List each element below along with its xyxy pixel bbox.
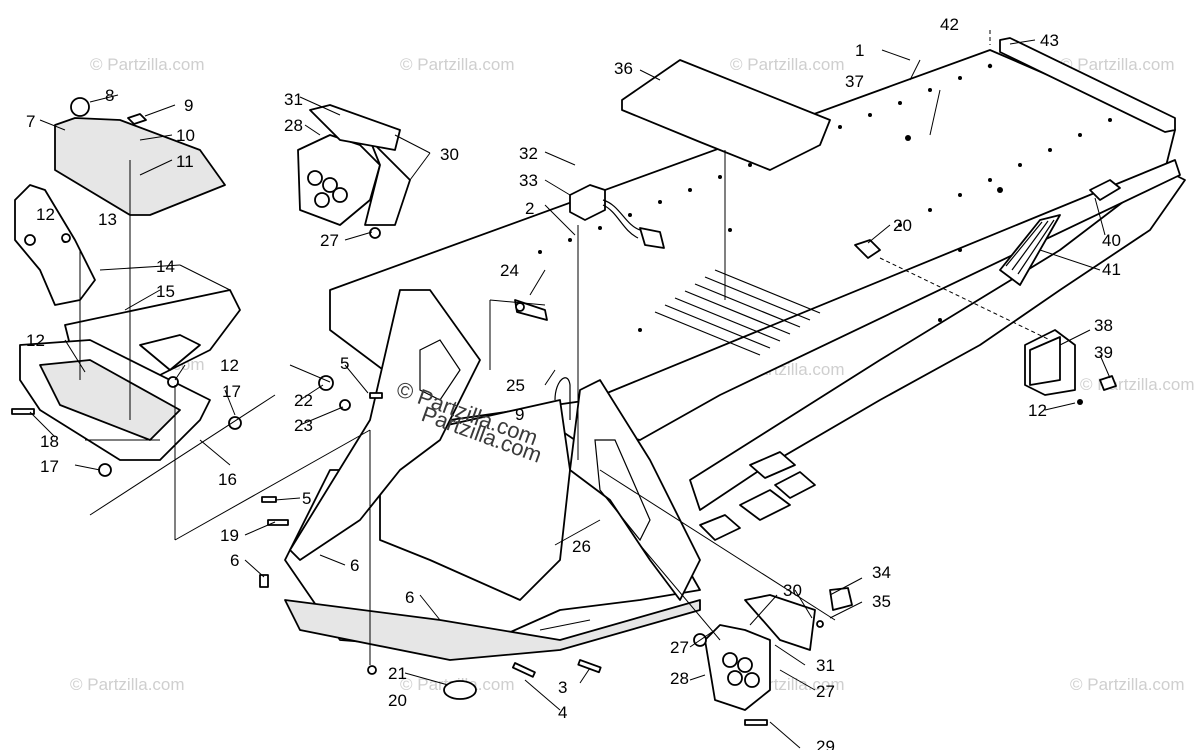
callout-27-left: 27 (670, 638, 689, 657)
callout-37: 37 (845, 72, 864, 91)
callout-22: 22 (294, 391, 313, 410)
callout-14: 14 (156, 257, 175, 276)
callout-39: 39 (1094, 343, 1113, 362)
callout-31-lower: 31 (816, 656, 835, 675)
callout-24: 24 (500, 261, 519, 280)
callout-41: 41 (1102, 260, 1121, 279)
callout-17-upper: 17 (222, 382, 241, 401)
left-hinge-bracket (14, 184, 96, 306)
watermark: © Partzilla.com (90, 55, 205, 74)
callout-35: 35 (872, 592, 891, 611)
callout-28-upper: 28 (284, 116, 303, 135)
callout-6-lower: 6 (405, 588, 414, 607)
callout-12-right: 12 (1028, 401, 1047, 420)
watermark: © Partzilla.com (70, 675, 185, 694)
callout-21: 21 (388, 664, 407, 683)
watermark: © Partzilla.com (1070, 675, 1185, 694)
callout-17-lower: 17 (40, 457, 59, 476)
front-guard-assembly (54, 97, 226, 216)
callout-38: 38 (1094, 316, 1113, 335)
watermark: © Partzilla.com (1060, 55, 1175, 74)
watermark: © Partzilla.com (730, 55, 845, 74)
small-hardware (11, 233, 881, 726)
side-vent-decal (999, 214, 1061, 286)
callout-30-lower: 30 (783, 581, 802, 600)
callout-11: 11 (176, 152, 194, 171)
callout-36: 36 (614, 59, 633, 78)
tunnel-holes (538, 63, 1112, 332)
callout-43: 43 (1040, 31, 1059, 50)
callout-23: 23 (294, 416, 313, 435)
callout-numbers: 1 2 3 4 5 5 6 6 6 7 8 9 9 10 11 12 12 12… (26, 15, 1121, 750)
callout-10: 10 (176, 126, 195, 145)
callout-29: 29 (816, 737, 835, 750)
callout-6: 6 (230, 551, 239, 570)
callout-31-upper: 31 (284, 90, 303, 109)
callout-12-upper: 12 (36, 205, 55, 224)
callout-9-center: 9 (515, 405, 524, 424)
callout-26: 26 (572, 537, 591, 556)
callout-42: 42 (940, 15, 959, 34)
callout-3: 3 (558, 678, 567, 697)
skirt-slots (699, 451, 816, 541)
tunnel-decal (621, 59, 831, 171)
callout-27-right: 27 (816, 682, 835, 701)
rear-bumper-rail (999, 37, 1176, 133)
callout-20-lower: 20 (388, 691, 407, 710)
callout-20-upper: 20 (893, 216, 912, 235)
side-reflector-decal (1089, 179, 1121, 201)
callout-15: 15 (156, 282, 175, 301)
callout-16: 16 (218, 470, 237, 489)
callout-4: 4 (558, 703, 567, 722)
callout-28-lower: 28 (670, 669, 689, 688)
callout-34: 34 (872, 563, 891, 582)
callout-12-left: 12 (26, 331, 45, 350)
callout-18: 18 (40, 432, 59, 451)
callout-1: 1 (855, 41, 864, 60)
callout-6-center: 6 (350, 556, 359, 575)
watermark: © Partzilla.com (1080, 375, 1195, 394)
callout-5-lower: 5 (302, 489, 311, 508)
upper-mount-bracket (297, 104, 411, 239)
callout-9: 9 (184, 96, 193, 115)
rear-bracket (1024, 329, 1117, 405)
callout-40: 40 (1102, 231, 1121, 250)
lower-mount-bracket (704, 594, 816, 711)
callout-33: 33 (519, 171, 538, 190)
callout-32: 32 (519, 144, 538, 163)
wiring-harness (569, 184, 665, 249)
leader-lines (29, 30, 1111, 749)
callout-8: 8 (105, 86, 114, 105)
watermark: © Partzilla.com (400, 55, 515, 74)
callout-2: 2 (525, 199, 534, 218)
callout-13: 13 (98, 210, 117, 229)
callout-5: 5 (340, 354, 349, 373)
callout-19: 19 (220, 526, 239, 545)
callout-27-upper: 27 (320, 231, 339, 250)
callout-30-upper: 30 (440, 145, 459, 164)
tunnel-louvre (654, 269, 821, 356)
callout-7: 7 (26, 112, 35, 131)
callout-25: 25 (506, 376, 525, 395)
callout-12-mid: 12 (220, 356, 239, 375)
